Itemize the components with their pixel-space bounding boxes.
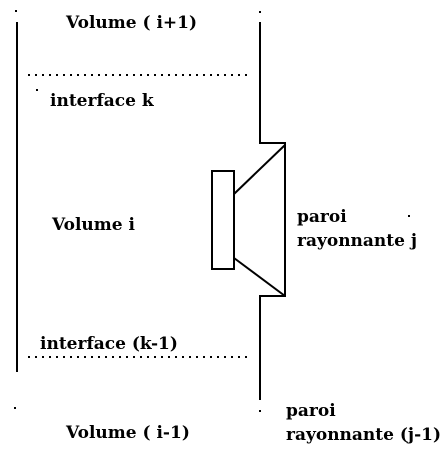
wall-j-line2: rayonnante j (297, 231, 418, 251)
volume-upper-label: Volume ( i+1) (66, 13, 198, 33)
volume-lower-label: Volume ( i-1) (66, 423, 190, 443)
dot-right-text (408, 215, 410, 217)
speaker-cone-bottom (233, 257, 286, 297)
interface-k-label: interface k (50, 91, 154, 111)
volume-middle-label: Volume i (52, 215, 135, 235)
speaker-box (211, 170, 235, 270)
right-radiating-wall (259, 22, 286, 400)
dot-top-right (259, 11, 261, 13)
wall-j-minus-1-line2: rayonnante (j-1) (286, 425, 441, 445)
diagram-canvas: Volume ( i+1) interface k Volume i paroi… (14, 10, 441, 445)
dot-top-left (15, 10, 17, 12)
speaker-cone-top (233, 144, 286, 195)
interface-k-minus-1-label: interface (k-1) (40, 334, 178, 354)
wall-j-label: paroi rayonnante j (297, 205, 417, 253)
dot-bottom-right (259, 410, 261, 412)
diagram-drawing (14, 10, 410, 412)
dot-bottom-left (14, 407, 16, 409)
wall-j-line1: paroi (297, 207, 347, 227)
dot-mid-left (36, 89, 38, 91)
wall-j-minus-1-label: paroi rayonnante (j-1) (286, 399, 441, 447)
wall-j-minus-1-line1: paroi (286, 401, 336, 421)
